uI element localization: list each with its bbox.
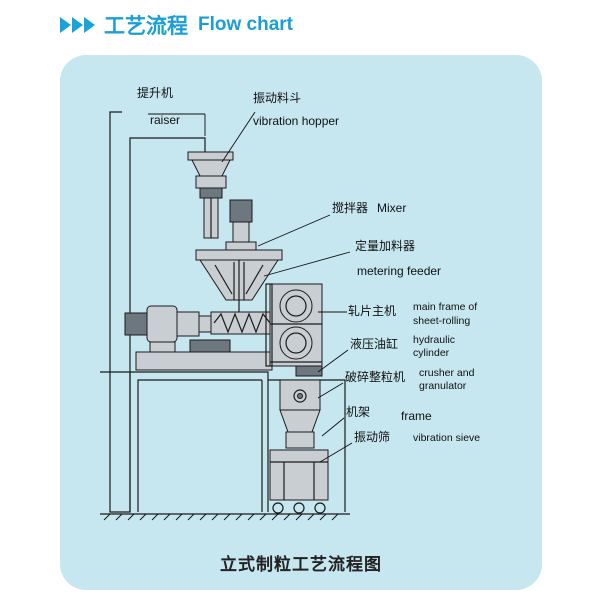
label-hopper-en: vibration hopper [253,114,339,128]
label-mixer-zh: 搅拌器 [332,200,368,215]
label-hydraulic-en-2: cylinder [413,347,450,359]
label-feeder-zh: 定量加料器 [355,238,415,253]
label-raiser-en: raiser [150,113,180,127]
drive-assembly [124,305,272,353]
label-rolling-zh: 轧片主机 [348,304,396,318]
label-rolling-en-2: sheet-rolling [413,315,470,327]
metering-feeder [195,249,283,312]
machine-drawing [100,111,350,521]
label-crusher-en-1: crusher and [419,367,475,379]
discharge-chute [279,409,321,433]
label-frame-zh: 机架 [346,405,370,419]
crusher-granulator [279,379,321,411]
title-english: Flow chart [198,14,294,35]
label-frame-en: frame [401,409,432,423]
label-hopper-zh: 振动料斗 [253,91,301,105]
mixer-unit [225,199,257,251]
label-sieve-zh: 振动筛 [354,429,390,444]
chevron-arrows-icon [60,17,96,33]
label-crusher-en-2: granulator [419,380,467,392]
leader-lines [148,111,353,463]
vibration-sieve [269,449,329,514]
labels: 提升机 raiser 振动料斗 vibration hopper 搅拌器 Mix… [137,85,480,444]
diagram-caption: 立式制粒工艺流程图 [220,554,382,575]
vibration-hopper [187,151,234,239]
label-raiser-zh: 提升机 [137,85,173,100]
label-sieve-en: vibration sieve [413,432,480,444]
label-hydraulic-en-1: hydraulic [413,334,455,346]
label-mixer-en: Mixer [377,201,406,215]
title-chinese: 工艺流程 [104,14,188,38]
machine-frame [100,371,346,512]
sheet-rolling-main-frame [265,283,323,367]
ground-line [100,513,350,521]
hydraulic-cylinder [295,365,323,377]
label-hydraulic-zh: 液压油缸 [350,336,398,351]
header: 工艺流程 Flow chart [60,8,293,42]
label-crusher-zh: 破碎整粒机 [345,369,405,384]
base-platform [135,351,273,371]
label-rolling-en-1: main frame of [413,301,477,313]
label-feeder-en: metering feeder [357,264,441,278]
